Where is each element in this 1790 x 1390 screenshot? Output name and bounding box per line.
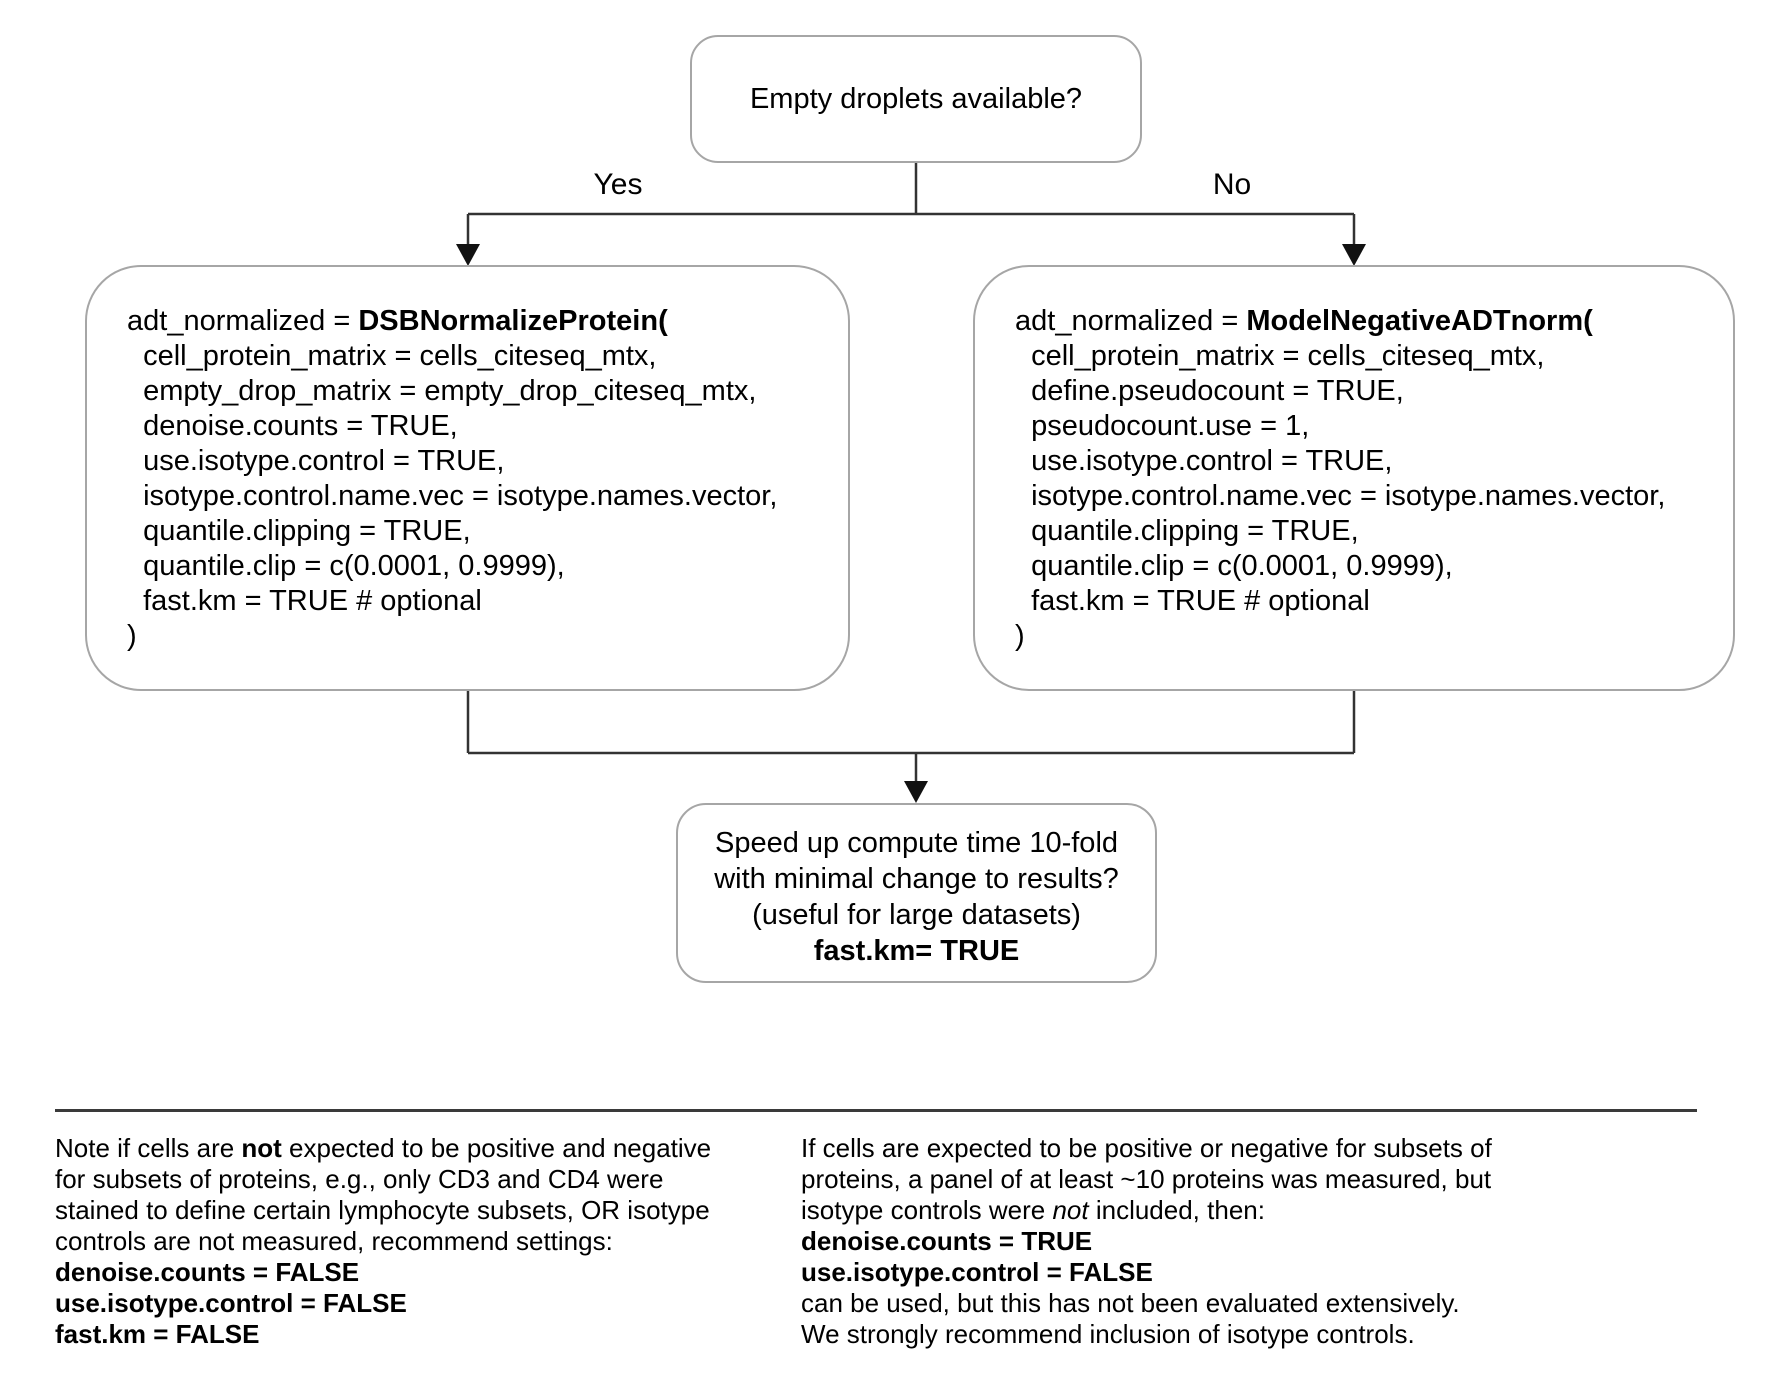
- text-line: adt_normalized = DSBNormalizeProtein(: [127, 305, 668, 337]
- text-line: If cells are expected to be positive or …: [801, 1133, 1492, 1163]
- text-line: pseudocount.use = 1,: [1015, 410, 1310, 442]
- speedup-box: Speed up compute time 10-fold with minima…: [676, 803, 1157, 983]
- text-line: quantile.clip = c(0.0001, 0.9999),: [1015, 550, 1453, 582]
- text-line: cell_protein_matrix = cells_citeseq_mtx,: [1015, 340, 1545, 372]
- text-line: fast.km= TRUE: [813, 935, 1020, 967]
- text-line: stained to define certain lymphocyte sub…: [55, 1195, 710, 1225]
- text-line: use.isotype.control = FALSE: [801, 1257, 1153, 1287]
- text-line: with minimal change to results?: [714, 863, 1119, 895]
- yes-arrowhead: [456, 244, 480, 266]
- text-line: empty_drop_matrix = empty_drop_citeseq_m…: [127, 375, 757, 407]
- text-line: adt_normalized = ModelNegativeADTnorm(: [1015, 305, 1593, 337]
- text-line: cell_protein_matrix = cells_citeseq_mtx,: [127, 340, 657, 372]
- text-line: quantile.clipping = TRUE,: [1015, 515, 1359, 547]
- note-right: If cells are expected to be positive or …: [801, 1133, 1492, 1350]
- text-line: can be used, but this has not been evalu…: [801, 1288, 1460, 1318]
- text-line: isotype controls were not included, then…: [801, 1195, 1265, 1225]
- text-line: (useful for large datasets): [752, 899, 1081, 931]
- text-line: fast.km = TRUE # optional: [127, 585, 482, 617]
- note-left: Note if cells are not expected to be pos…: [55, 1133, 711, 1350]
- text-line: denoise.counts = TRUE,: [127, 410, 458, 442]
- text-line: use.isotype.control = TRUE,: [1015, 445, 1393, 477]
- decision-text: Empty droplets available?: [749, 82, 1083, 115]
- text-line: isotype.control.name.vec = isotype.names…: [1015, 480, 1666, 512]
- text-line: use.isotype.control = FALSE: [55, 1288, 407, 1318]
- text-line: ): [1015, 620, 1025, 652]
- merge-arrowhead: [904, 781, 928, 803]
- branch-label-yes: Yes: [593, 168, 643, 201]
- model-negative-code-box: adt_normalized = ModelNegativeADTnorm( c…: [973, 265, 1735, 691]
- text-line: quantile.clip = c(0.0001, 0.9999),: [127, 550, 565, 582]
- branch-label-no: No: [1212, 168, 1252, 201]
- text-line: denoise.counts = FALSE: [55, 1257, 360, 1287]
- dsb-normalize-code-box: adt_normalized = DSBNormalizeProtein( ce…: [85, 265, 850, 691]
- text-line: fast.km = FALSE: [55, 1319, 260, 1349]
- divider-line: [55, 1109, 1697, 1112]
- text-line: quantile.clipping = TRUE,: [127, 515, 471, 547]
- text-line: controls are not measured, recommend set…: [55, 1226, 613, 1256]
- text-line: denoise.counts = TRUE: [801, 1226, 1093, 1256]
- text-line: isotype.control.name.vec = isotype.names…: [127, 480, 778, 512]
- text-line: proteins, a panel of at least ~10 protei…: [801, 1164, 1492, 1194]
- text-line: We strongly recommend inclusion of isoty…: [801, 1319, 1415, 1349]
- text-line: for subsets of proteins, e.g., only CD3 …: [55, 1164, 664, 1194]
- text-line: Note if cells are not expected to be pos…: [55, 1133, 712, 1163]
- decision-box: Empty droplets available?: [690, 35, 1142, 163]
- text-line: define.pseudocount = TRUE,: [1015, 375, 1404, 407]
- text-line: ): [127, 620, 137, 652]
- no-arrowhead: [1342, 244, 1366, 266]
- text-line: fast.km = TRUE # optional: [1015, 585, 1370, 617]
- text-line: use.isotype.control = TRUE,: [127, 445, 505, 477]
- text-line: Speed up compute time 10-fold: [714, 827, 1119, 859]
